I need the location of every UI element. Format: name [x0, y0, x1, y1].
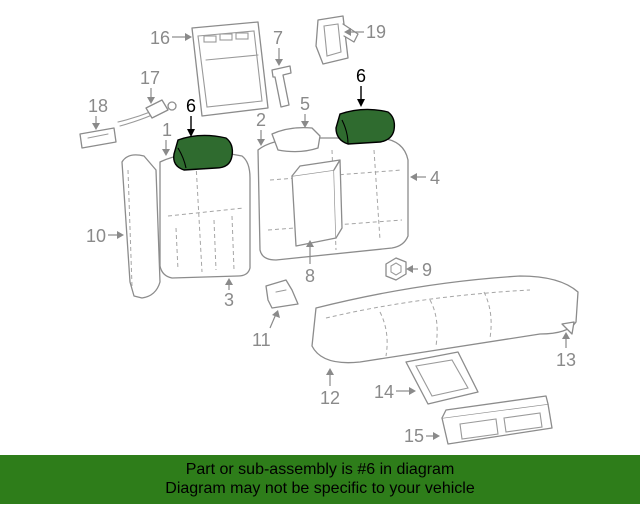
part-15-tray: [441, 395, 553, 445]
parts-diagram: 16 7 19 17 18 6 6 1 5: [79, 15, 579, 446]
part-12-seat-cushion: [311, 275, 579, 364]
footer-line-2: Diagram may not be specific to your vehi…: [165, 480, 475, 497]
callout-6-left: 6: [186, 96, 196, 137]
part-11-bracket: [265, 279, 299, 309]
callout-label-17: 17: [140, 68, 160, 88]
callout-16: 16: [150, 28, 192, 48]
callout-8: 8: [305, 240, 315, 286]
callout-label-13: 13: [556, 350, 576, 370]
callout-label-15: 15: [404, 426, 424, 446]
callout-label-16: 16: [150, 28, 170, 48]
part-7-bracket: [271, 65, 292, 108]
callout-18: 18: [88, 96, 108, 130]
callout-label-18: 18: [88, 96, 108, 116]
part-1-left-seatback: [159, 151, 251, 279]
callout-label-12: 12: [320, 388, 340, 408]
callout-9: 9: [406, 260, 432, 280]
callout-label-11: 11: [252, 330, 271, 350]
callout-label-9: 9: [422, 260, 432, 280]
callout-label-8: 8: [305, 266, 315, 286]
callout-label-5: 5: [300, 94, 310, 114]
callout-label-1: 1: [162, 120, 172, 140]
part-9-grommet: [385, 257, 407, 281]
part-16-back-panel: [191, 21, 269, 117]
part-19-latch: [315, 15, 359, 65]
callout-label-2: 2: [256, 110, 266, 130]
callout-7: 7: [273, 28, 283, 66]
part-10-side-bolster: [121, 154, 161, 299]
callout-19: 19: [344, 22, 386, 42]
callout-10: 10: [86, 226, 124, 246]
callout-2: 2: [256, 110, 266, 146]
callout-14: 14: [374, 382, 416, 402]
part-17-cable: [117, 99, 177, 127]
footer-line-1: Part or sub-assembly is #6 in diagram: [185, 461, 455, 478]
callout-11: 11: [252, 310, 280, 350]
callout-12: 12: [320, 368, 340, 408]
callout-label-3: 3: [224, 290, 234, 310]
callout-13: 13: [556, 332, 576, 370]
callout-label-6-left: 6: [186, 96, 196, 116]
callout-6-right: 6: [356, 66, 366, 107]
part-18-latch: [79, 127, 117, 149]
part-5-trim: [271, 126, 321, 153]
callout-label-19: 19: [366, 22, 386, 42]
footer-banner: Part or sub-assembly is #6 in diagram Di…: [0, 455, 640, 504]
callout-15: 15: [404, 426, 440, 446]
callout-label-6-right: 6: [356, 66, 366, 86]
callout-label-7: 7: [273, 28, 283, 48]
part-8-armrest: [291, 159, 343, 247]
callout-1: 1: [162, 120, 172, 156]
callout-label-14: 14: [374, 382, 394, 402]
part-6-headrest-left[interactable]: [173, 134, 234, 171]
part-14-module: [405, 351, 479, 405]
callout-3: 3: [224, 278, 234, 310]
callout-5: 5: [300, 94, 310, 128]
part-6-headrest-right[interactable]: [335, 108, 396, 145]
callout-label-4: 4: [430, 168, 440, 188]
callout-17: 17: [140, 68, 160, 104]
callout-4: 4: [410, 168, 440, 188]
callout-label-10: 10: [86, 226, 106, 246]
